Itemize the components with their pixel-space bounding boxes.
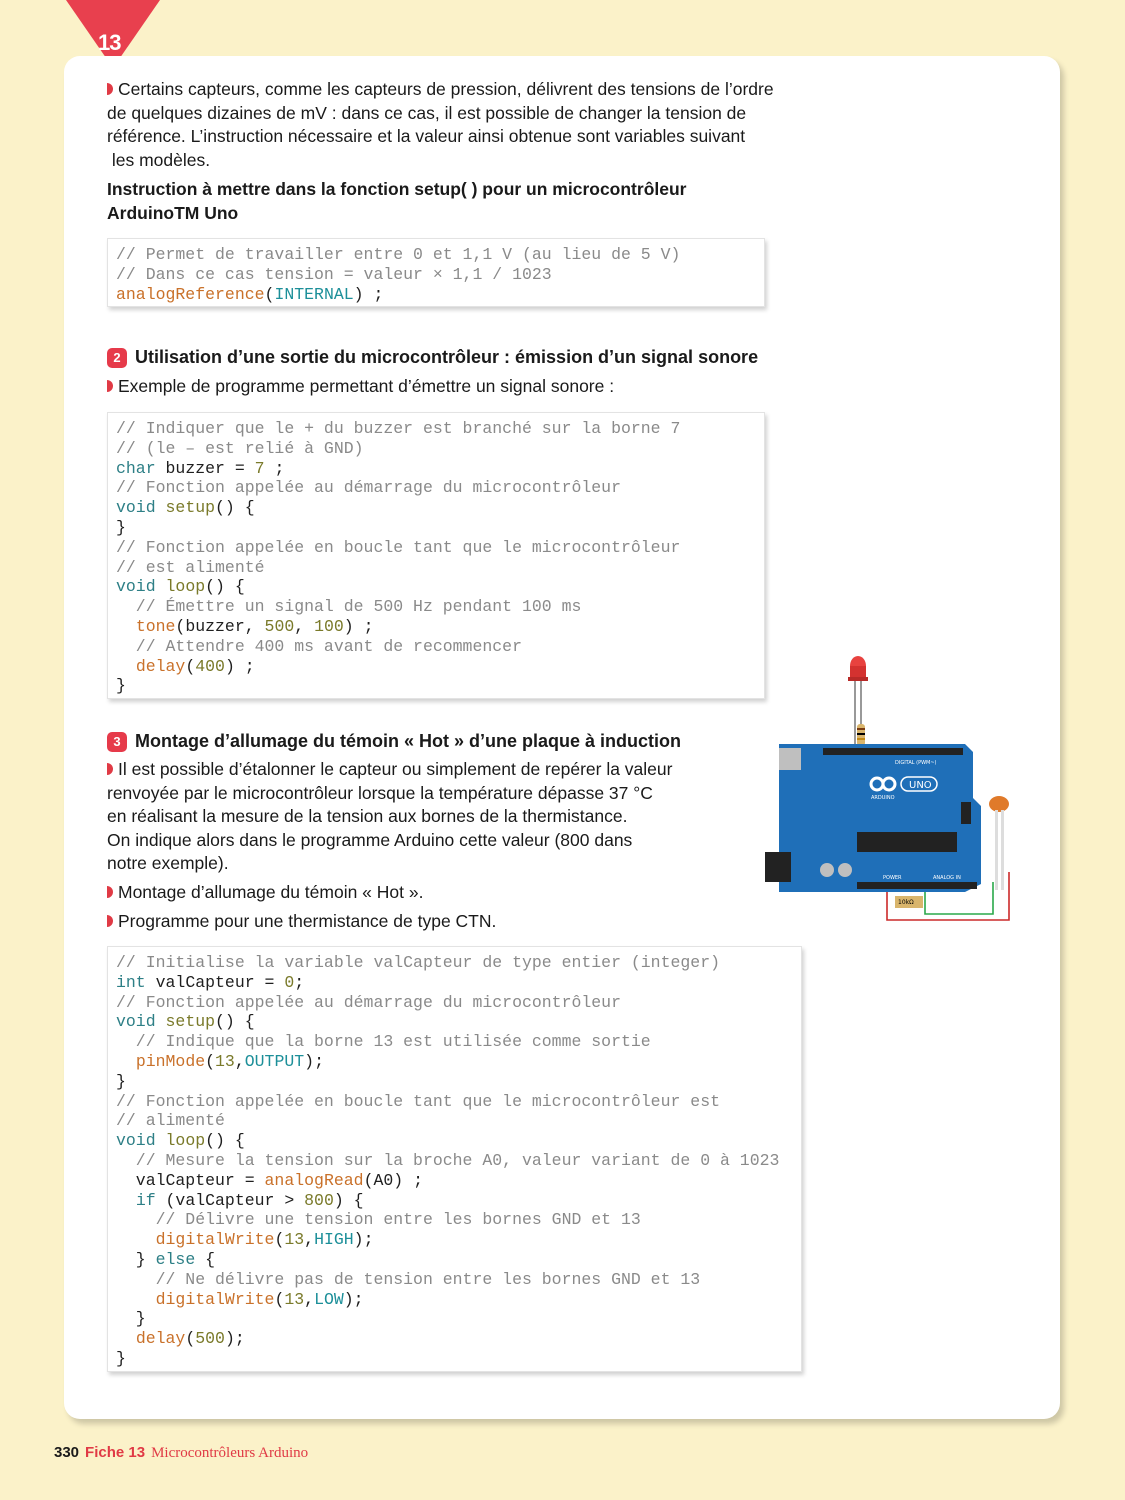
code-line: // Fonction appelée au démarrage du micr… [116, 478, 621, 498]
svg-text:POWER: POWER [883, 875, 902, 881]
code-block-buzzer: // Indiquer que le + du buzzer est branc… [107, 412, 765, 699]
code-block-thermistor: // Initialise la variable valCapteur de … [107, 946, 802, 1372]
code-line: digitalWrite(13,HIGH); [155, 1230, 374, 1250]
thermistor-icon [989, 796, 1009, 890]
bullet-marker-icon [107, 763, 113, 775]
code-line: } [116, 1071, 126, 1091]
page-number: 330 [54, 1444, 80, 1461]
code-line: // Fonction appelée en boucle tant que l… [116, 1091, 720, 1111]
section-2-intro: Exemple de programme permettant d’émettr… [107, 375, 614, 399]
code-line: // Émettre un signal de 500 Hz pendant 1… [116, 597, 582, 617]
svg-text:10kΩ: 10kΩ [898, 899, 914, 906]
code-line: // Initialise la variable valCapteur de … [116, 953, 720, 972]
section-3-bullet-2: Montage d’allumage du témoin « Hot ». [107, 881, 423, 905]
section-3-body: Il est possible d’étalonner le capteur o… [107, 759, 673, 873]
bullet-marker-icon [107, 380, 113, 392]
intro-paragraph: Certains capteurs, comme les capteurs de… [107, 79, 774, 170]
chapter-number: 13 [98, 30, 122, 55]
resistor-icon [895, 896, 923, 908]
code-line: if (valCapteur > 800) { [135, 1190, 364, 1210]
code-line: tone(buzzer, 500, 100) ; [135, 616, 374, 636]
code-line: delay(400) ; [135, 656, 255, 676]
instruction-label: Instruction à mettre dans la fonction se… [107, 179, 687, 223]
arduino-board: DIGITAL (PWM~) UNO ARDUINO POWER ANALOG … [765, 744, 981, 892]
code-line: // Dans ce cas tension = valeur × 1,1 / … [116, 264, 552, 284]
code-line: // est alimenté [116, 557, 265, 577]
bullet-marker-icon [107, 886, 113, 898]
code-line: // Fonction appelée en boucle tant que l… [116, 537, 681, 557]
code-line: // Fonction appelée au démarrage du micr… [116, 992, 621, 1012]
red-led-icon [848, 656, 868, 744]
code-line: int valCapteur = 0; [116, 972, 305, 992]
chapter-tab [66, 0, 160, 68]
code-line: void loop() { [116, 577, 245, 597]
resistor-icon [857, 724, 865, 746]
code-line: } [116, 1309, 146, 1329]
code-line: valCapteur = analogRead(A0) ; [116, 1170, 423, 1190]
code-line: analogReference(INTERNAL) ; [116, 284, 384, 304]
code-line: // Attendre 400 ms avant de recommencer [116, 636, 522, 656]
code-line: // Mesure la tension sur la broche A0, v… [116, 1150, 780, 1170]
section-3-bullet-3: Programme pour une thermistance de type … [107, 910, 496, 934]
fiche-label: Fiche 13 [85, 1444, 146, 1461]
bullet-marker-icon [107, 915, 113, 927]
code-line: // Délivre une tension entre les bornes … [116, 1210, 641, 1230]
code-line: } else { [116, 1249, 216, 1269]
code-line: // Indiquer que le + du buzzer est branc… [116, 419, 681, 438]
svg-text:ARDUINO: ARDUINO [871, 795, 895, 801]
code-line: void setup() { [116, 1012, 255, 1032]
code-line: void setup() { [116, 498, 255, 518]
code-line: } [116, 517, 126, 537]
arduino-circuit-illustration: DIGITAL (PWM~) UNO ARDUINO POWER ANALOG … [765, 656, 1010, 921]
page-footer: 330 Fiche 13 Microcontrôleurs Arduino [54, 1444, 308, 1462]
code-line: } [116, 676, 126, 696]
code-line: char buzzer = 7 ; [116, 458, 285, 478]
bullet-marker-icon [107, 83, 113, 95]
code-line: delay(500); [135, 1329, 245, 1349]
section-number-badge: 2 [107, 348, 127, 368]
svg-text:UNO: UNO [909, 780, 932, 791]
code-line: void loop() { [116, 1131, 245, 1151]
code-line: // (le – est relié à GND) [116, 438, 364, 458]
svg-text:ANALOG IN: ANALOG IN [933, 875, 961, 881]
code-line: digitalWrite(13,LOW); [155, 1289, 364, 1309]
code-line: pinMode(13,OUTPUT); [135, 1051, 324, 1071]
code-block-analog-reference: // Permet de travailler entre 0 et 1,1 V… [107, 238, 765, 307]
svg-text:DIGITAL (PWM~): DIGITAL (PWM~) [895, 760, 937, 766]
code-line: // alimenté [116, 1111, 225, 1131]
section-number-badge: 3 [107, 732, 127, 752]
code-line: } [116, 1348, 126, 1368]
chapter-title: Microcontrôleurs Arduino [151, 1445, 309, 1461]
code-line: // Permet de travailler entre 0 et 1,1 V… [116, 245, 681, 264]
code-line: // Ne délivre pas de tension entre les b… [116, 1269, 701, 1289]
code-line: // Indique que la borne 13 est utilisée … [116, 1032, 651, 1052]
